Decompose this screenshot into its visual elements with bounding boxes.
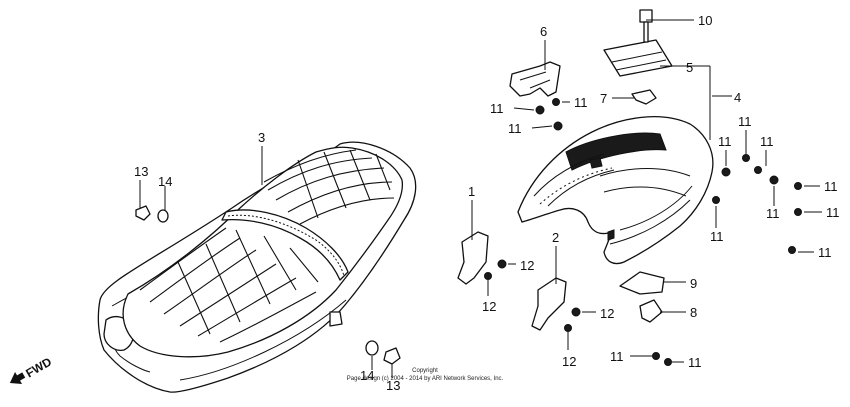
copyright-line-2: Page design (c) 2004 - 2014 by ARI Netwo… [347, 376, 504, 382]
callout-14: 14 [360, 368, 374, 383]
callout-12: 12 [562, 354, 576, 369]
copyright-line-1: Copyright [412, 368, 438, 374]
callout-12: 12 [482, 299, 496, 314]
callout-8: 8 [690, 305, 697, 320]
leader-lines [139, 19, 822, 378]
callout-13: 13 [134, 164, 148, 179]
part-5-plate [603, 39, 673, 77]
callout-11: 11 [766, 206, 780, 221]
callout-11: 11 [818, 245, 832, 260]
callout-6: 6 [540, 24, 547, 39]
callout-12: 12 [520, 258, 534, 273]
callout-11: 11 [718, 134, 732, 149]
callout-11: 11 [760, 134, 774, 149]
fwd-label: FWD [23, 354, 54, 380]
rear-cowl [517, 116, 714, 265]
callout-13: 13 [386, 378, 400, 393]
part-9-plate [619, 271, 665, 295]
callouts: 3 6 10 5 4 7 1 2 9 8 11 11 11 11 11 11 1… [134, 13, 840, 393]
callout-11: 11 [574, 95, 588, 110]
part-8-clip [639, 299, 663, 323]
callout-5: 5 [686, 60, 693, 75]
seat [97, 141, 417, 393]
callout-9: 9 [690, 276, 697, 291]
callout-11: 11 [824, 179, 838, 194]
fasteners [135, 98, 802, 366]
callout-1: 1 [468, 184, 475, 199]
part-6-bracket [509, 61, 561, 97]
part-2-bracket [531, 277, 567, 331]
callout-11: 11 [610, 349, 624, 364]
callout-11: 11 [710, 229, 724, 244]
part-1-bracket [457, 231, 489, 285]
callout-11: 11 [490, 101, 504, 116]
part-7-clip [631, 89, 657, 105]
forward-arrow: FWD [9, 354, 54, 385]
callout-7: 7 [600, 91, 607, 106]
callout-12: 12 [600, 306, 614, 321]
callout-14: 14 [158, 174, 172, 189]
callout-11: 11 [826, 205, 840, 220]
callout-11: 11 [738, 114, 752, 129]
callout-3: 3 [258, 130, 265, 145]
copyright-notice: Copyright Page design (c) 2004 - 2014 by… [347, 368, 504, 382]
callout-4: 4 [734, 90, 741, 105]
arrow-icon [9, 371, 26, 385]
part-10-bolt [639, 9, 653, 43]
callout-11: 11 [688, 355, 702, 370]
callout-10: 10 [698, 13, 712, 28]
callout-2: 2 [552, 230, 559, 245]
callout-11: 11 [508, 121, 522, 136]
